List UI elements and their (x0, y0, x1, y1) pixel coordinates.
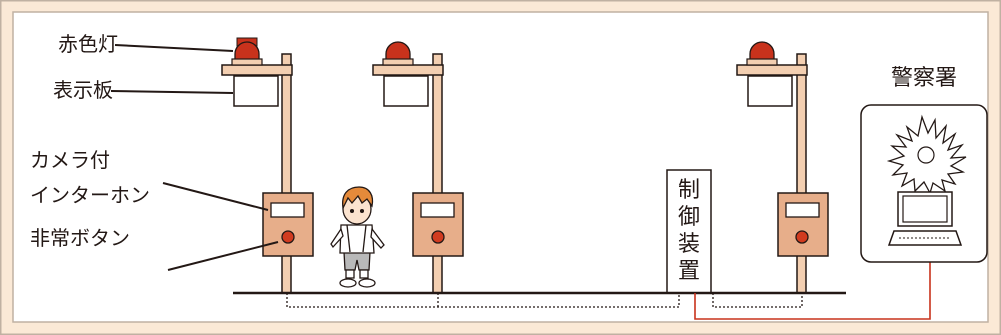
red-lamp-icon (382, 41, 414, 66)
police-station (860, 104, 988, 263)
display-board-leader (110, 90, 234, 94)
alarm-burst-icon (886, 114, 967, 195)
pole-crossarm (221, 64, 293, 76)
control-unit-char-1: 制 (678, 178, 700, 203)
content-panel (12, 11, 989, 323)
intercom-camera-window (785, 202, 820, 218)
control-unit-char-2: 御 (678, 205, 700, 230)
police-signal-line (694, 262, 931, 320)
emergency-button-leader (167, 241, 279, 271)
intercom-label-line1: カメラ付 (30, 148, 110, 172)
police-station-label: 警察署 (891, 66, 957, 91)
control-unit-char-3: 装 (678, 232, 700, 257)
intercom-leader (162, 182, 269, 211)
display-board-label: 表示板 (53, 78, 113, 102)
underground-wiring (286, 293, 803, 308)
emergency-button-icon (431, 230, 445, 244)
emergency-button-label: 非常ボタン (30, 226, 130, 250)
emergency-button-icon (795, 230, 809, 244)
control-unit: 制 御 装 置 (666, 169, 712, 294)
control-unit-char-4: 置 (678, 259, 700, 284)
red-lamp-label: 赤色灯 (58, 32, 118, 56)
child-figure-icon (330, 186, 385, 288)
red-lamp-icon (231, 37, 263, 66)
intercom-camera-window (270, 202, 305, 218)
street-pole-1 (221, 37, 314, 294)
street-pole-2 (372, 41, 464, 294)
computer-terminal-icon (887, 191, 963, 246)
intercom-label-line2: インターホン (30, 183, 150, 207)
street-pole-3 (736, 41, 829, 294)
emergency-button-icon (281, 230, 295, 244)
display-board (233, 75, 279, 107)
red-lamp-icon (746, 41, 778, 66)
red-lamp-leader (114, 44, 234, 52)
intercom-camera-window (420, 202, 455, 218)
display-board (747, 75, 793, 107)
display-board (383, 75, 429, 107)
